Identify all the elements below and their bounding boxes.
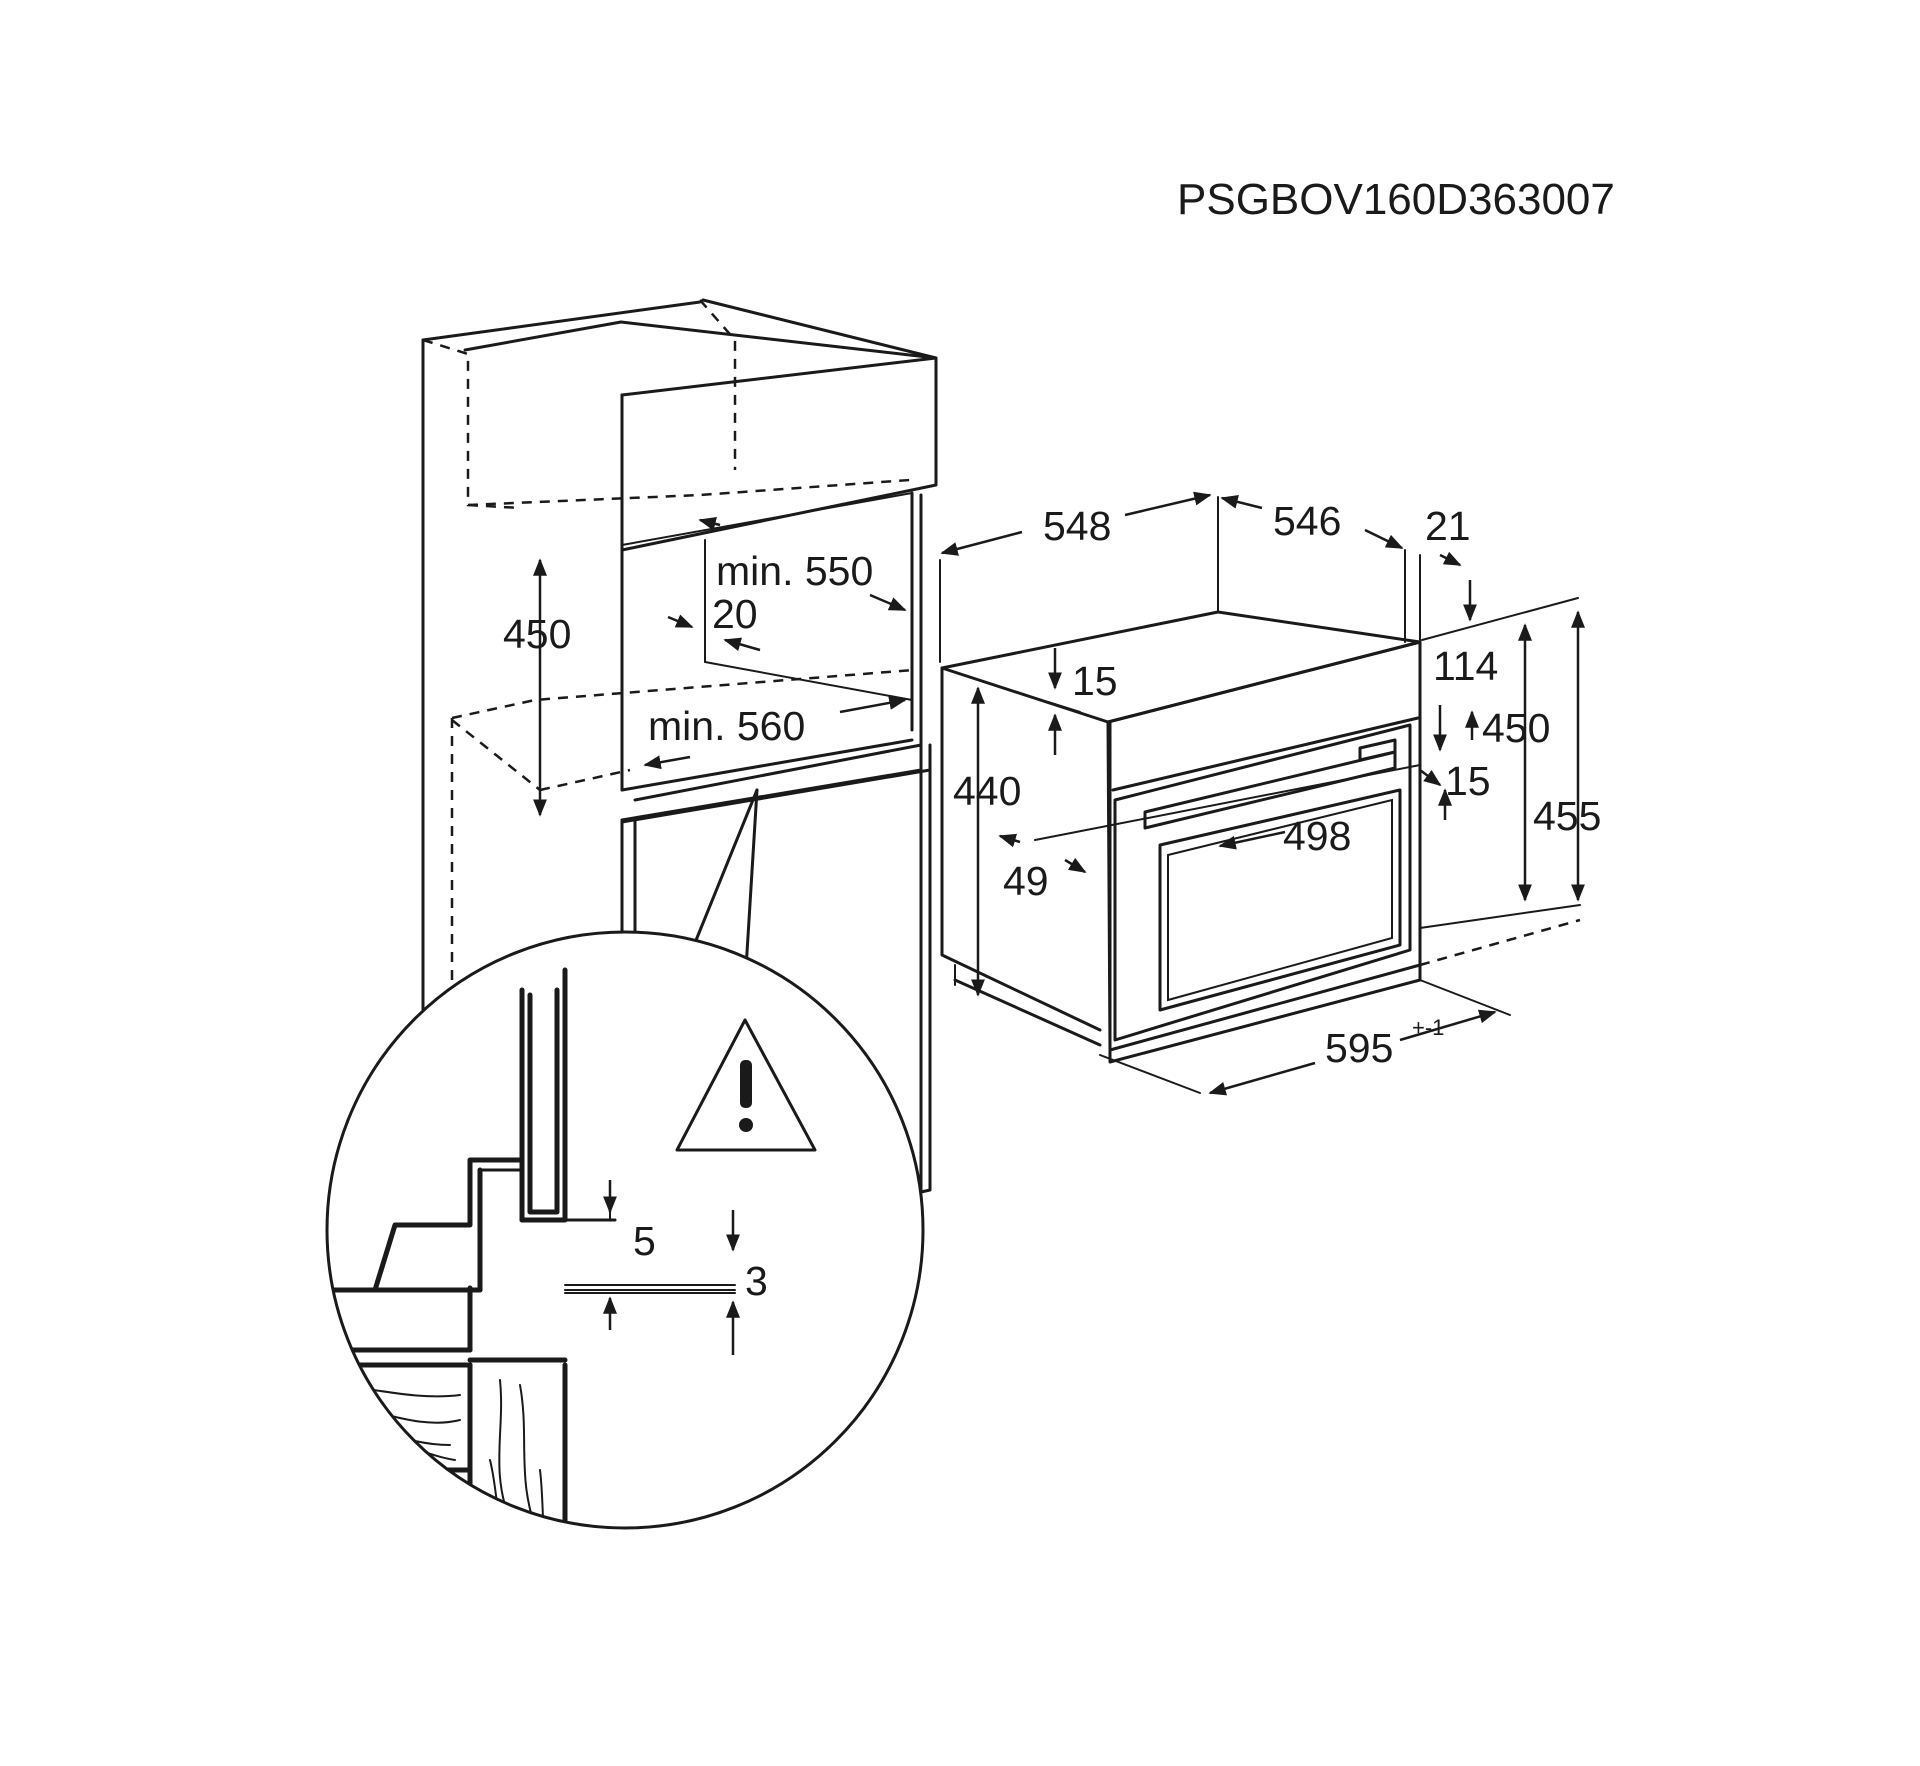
warning-triangle-icon: [675, 1018, 817, 1152]
detail-gap-bottom-label: 3: [745, 1258, 768, 1304]
width-label: 595: [1325, 1025, 1393, 1071]
detail-callout: [325, 788, 925, 1530]
top-clearance-label: 114: [1433, 643, 1498, 689]
cabinet: [421, 298, 938, 1194]
height-front-label: 450: [1482, 705, 1550, 751]
depth-body-label: 546: [1273, 498, 1341, 544]
detail-gap-top-label: 5: [633, 1218, 656, 1264]
depth-total-label: 548: [1043, 503, 1111, 549]
niche-dimensions: 450 min. 550 20 min. 560: [503, 517, 907, 817]
width-tolerance-label: +-1: [1412, 1015, 1444, 1040]
side-offset-label: 49: [1003, 858, 1049, 904]
oven-dimensions: 548 546 21 15 440 114 450 15 455: [939, 491, 1601, 1096]
front-offset-label: 21: [1425, 503, 1471, 549]
top-offset-label: 15: [1072, 658, 1118, 704]
niche-height-label: 450: [503, 611, 571, 657]
height-total-label: 455: [1533, 793, 1601, 839]
height-body-label: 440: [953, 768, 1021, 814]
niche-gap-label: 20: [712, 591, 758, 637]
niche-depth-label: min. 560: [648, 703, 805, 749]
width-inner-label: 498: [1283, 813, 1351, 859]
door-gap-label: 15: [1445, 758, 1491, 804]
niche-width-label: min. 550: [716, 548, 873, 594]
document-code: PSGBOV160D363007: [1177, 175, 1615, 224]
